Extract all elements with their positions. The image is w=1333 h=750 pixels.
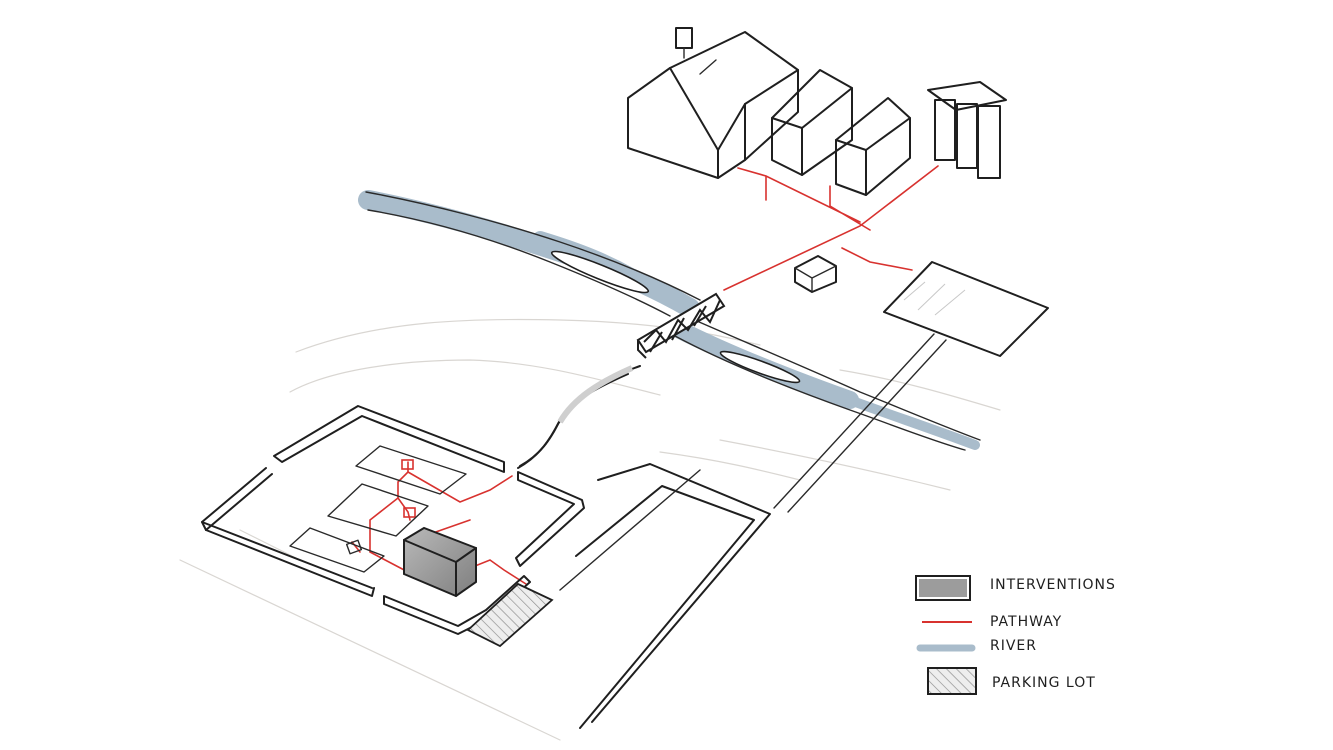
legend-label-interventions: INTERVENTIONS [990,577,1116,593]
site-enclosure [201,405,585,635]
legend-label-river: RIVER [990,638,1037,654]
pathway-network [351,165,939,585]
bridge [636,292,726,359]
legend-label-pathway: PATHWAY [990,614,1062,630]
parking-lot-lower [466,582,554,648]
small-structure [794,255,837,293]
legend-label-parking: PARKING LOT [992,675,1096,691]
road [559,333,947,729]
parking-lot-upper [883,261,1049,357]
winding-walkway [517,365,641,469]
terrain-guide-lines [179,318,1001,741]
legend: INTERVENTIONS PATHWAY RIVER PARKING LOT [915,575,1116,695]
parking-hatch-swatch [927,667,977,695]
river [358,190,981,451]
existing-buildings [627,27,1007,196]
